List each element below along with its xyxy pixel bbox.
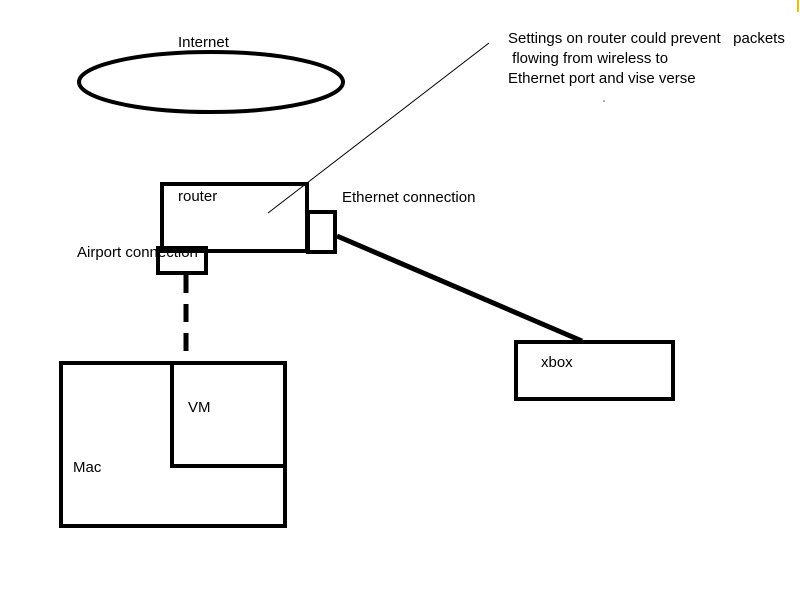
airport-connection-label: Airport connection: [77, 244, 198, 261]
ethernet-port-box: [306, 210, 337, 254]
internet-ellipse: [77, 50, 345, 114]
vm-label: VM: [188, 399, 211, 416]
vm-box: [170, 361, 287, 468]
airport-port-box: [156, 246, 208, 275]
annotation-line-2: flowing from wireless to: [508, 50, 668, 67]
annotation-dot: [603, 100, 605, 102]
ethernet-connection-label: Ethernet connection: [342, 189, 475, 206]
mac-label: Mac: [73, 459, 102, 476]
annotation-line-3: Ethernet port and vise verse: [508, 70, 696, 87]
annotation-pointer-line: [267, 42, 490, 214]
xbox-box: [514, 340, 675, 401]
annotation-line-1: Settings on router could prevent packets: [508, 30, 785, 47]
internet-label: Internet: [178, 34, 230, 51]
router-label: router: [178, 188, 217, 205]
xbox-label: xbox: [541, 354, 573, 371]
ethernet-cable: [336, 233, 583, 344]
